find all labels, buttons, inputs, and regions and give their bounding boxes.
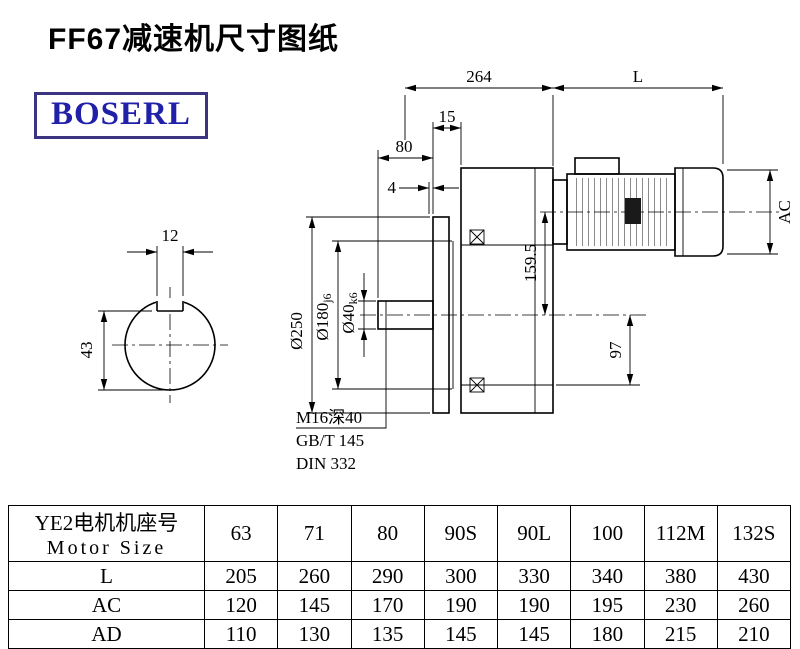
row-label: AD: [8, 619, 205, 649]
dimension-drawing: 12 43: [77, 67, 794, 473]
motor-cooling-fins: [572, 178, 670, 246]
tap-note-leader: [296, 329, 387, 429]
table-cell: 130: [277, 619, 352, 649]
dim-motor-length-label: L: [633, 67, 643, 86]
table-cell: 260: [277, 561, 352, 591]
dim-spigot-dia-label: Ø180j6: [313, 293, 334, 340]
table-cell: 340: [570, 561, 645, 591]
tap-std-din-label: DIN 332: [296, 454, 356, 473]
motor-fan-cowl: [674, 167, 724, 257]
page-title: FF67减速机尺寸图纸: [48, 23, 340, 56]
table-cell: 380: [643, 561, 718, 591]
motor-nameplate: [625, 198, 641, 224]
dim-flange-dia-label: Ø250: [287, 312, 306, 350]
table-cell: 145: [277, 590, 352, 620]
dim-264-label: 264: [466, 67, 492, 86]
table-row-AD: AD 110 130 135 145 145 180 215 210: [8, 619, 792, 649]
dimensions: 264 L 15 80 4 AC 159.5 97 Ø250: [287, 67, 794, 473]
table-cell: 180: [570, 619, 645, 649]
dim-97-label: 97: [606, 341, 625, 359]
table-row-AC: AC 120 145 170 190 190 195 230 260: [8, 590, 792, 620]
table-header-row: YE2电机机座号 Motor Size 63 71 80 90S 90L 100…: [8, 505, 792, 562]
table-row-L: L 205 260 290 300 330 340 380 430: [8, 561, 792, 591]
row-label: AC: [8, 590, 205, 620]
dim-shaft-dia-label: Ø40k6: [339, 292, 360, 333]
table-cell: 215: [643, 619, 718, 649]
row-label: L: [8, 561, 205, 591]
table-cell: 90S: [423, 505, 499, 562]
dim-159-5-label: 159.5: [521, 244, 540, 282]
table-cell: 80: [350, 505, 425, 562]
dim-4-label: 4: [388, 178, 397, 197]
table-cell: 290: [350, 561, 425, 591]
table-cell: 430: [716, 561, 792, 591]
table-cell: 71: [277, 505, 352, 562]
bolt-hole-top: [469, 229, 485, 245]
tap-std-gbt-label: GB/T 145: [296, 431, 364, 450]
table-cell: 110: [203, 619, 279, 649]
side-view: [360, 157, 782, 414]
dim-80-label: 80: [396, 137, 413, 156]
dim-section-height-label: 43: [77, 342, 96, 359]
motor-size-header-cn: YE2电机机座号: [34, 511, 179, 535]
table-cell: 170: [350, 590, 425, 620]
motor-terminal-box: [574, 157, 620, 175]
shaft-section-view: 12 43: [77, 226, 228, 403]
table-cell: 195: [570, 590, 645, 620]
table-cell: 90L: [496, 505, 572, 562]
table-cell: 100: [570, 505, 645, 562]
bolt-hole-bottom: [469, 377, 485, 393]
table-cell: 300: [423, 561, 499, 591]
table-cell: 205: [203, 561, 279, 591]
table-cell: 63: [203, 505, 279, 562]
table-cell: 145: [423, 619, 499, 649]
table-cell: 210: [716, 619, 792, 649]
table-cell: 120: [203, 590, 279, 620]
dim-ac-label: AC: [775, 200, 794, 224]
table-cell: 135: [350, 619, 425, 649]
motor-size-header-en: Motor Size: [46, 537, 167, 559]
tap-note-label: M16深40: [296, 408, 362, 427]
table-cell: 190: [423, 590, 499, 620]
table-cell: 132S: [716, 505, 792, 562]
table-cell: 145: [496, 619, 572, 649]
motor-size-header-cell: YE2电机机座号 Motor Size: [8, 505, 205, 562]
brand-logo: BOSERL: [34, 92, 208, 139]
dim-keyway-width-label: 12: [162, 226, 179, 245]
table-cell: 190: [496, 590, 572, 620]
table-cell: 330: [496, 561, 572, 591]
dim-15-label: 15: [439, 107, 456, 126]
table-cell: 112M: [643, 505, 718, 562]
brand-text: BOSERL: [51, 96, 191, 132]
table-cell: 230: [643, 590, 718, 620]
motor-size-table: YE2电机机座号 Motor Size 63 71 80 90S 90L 100…: [8, 505, 792, 649]
table-cell: 260: [716, 590, 792, 620]
